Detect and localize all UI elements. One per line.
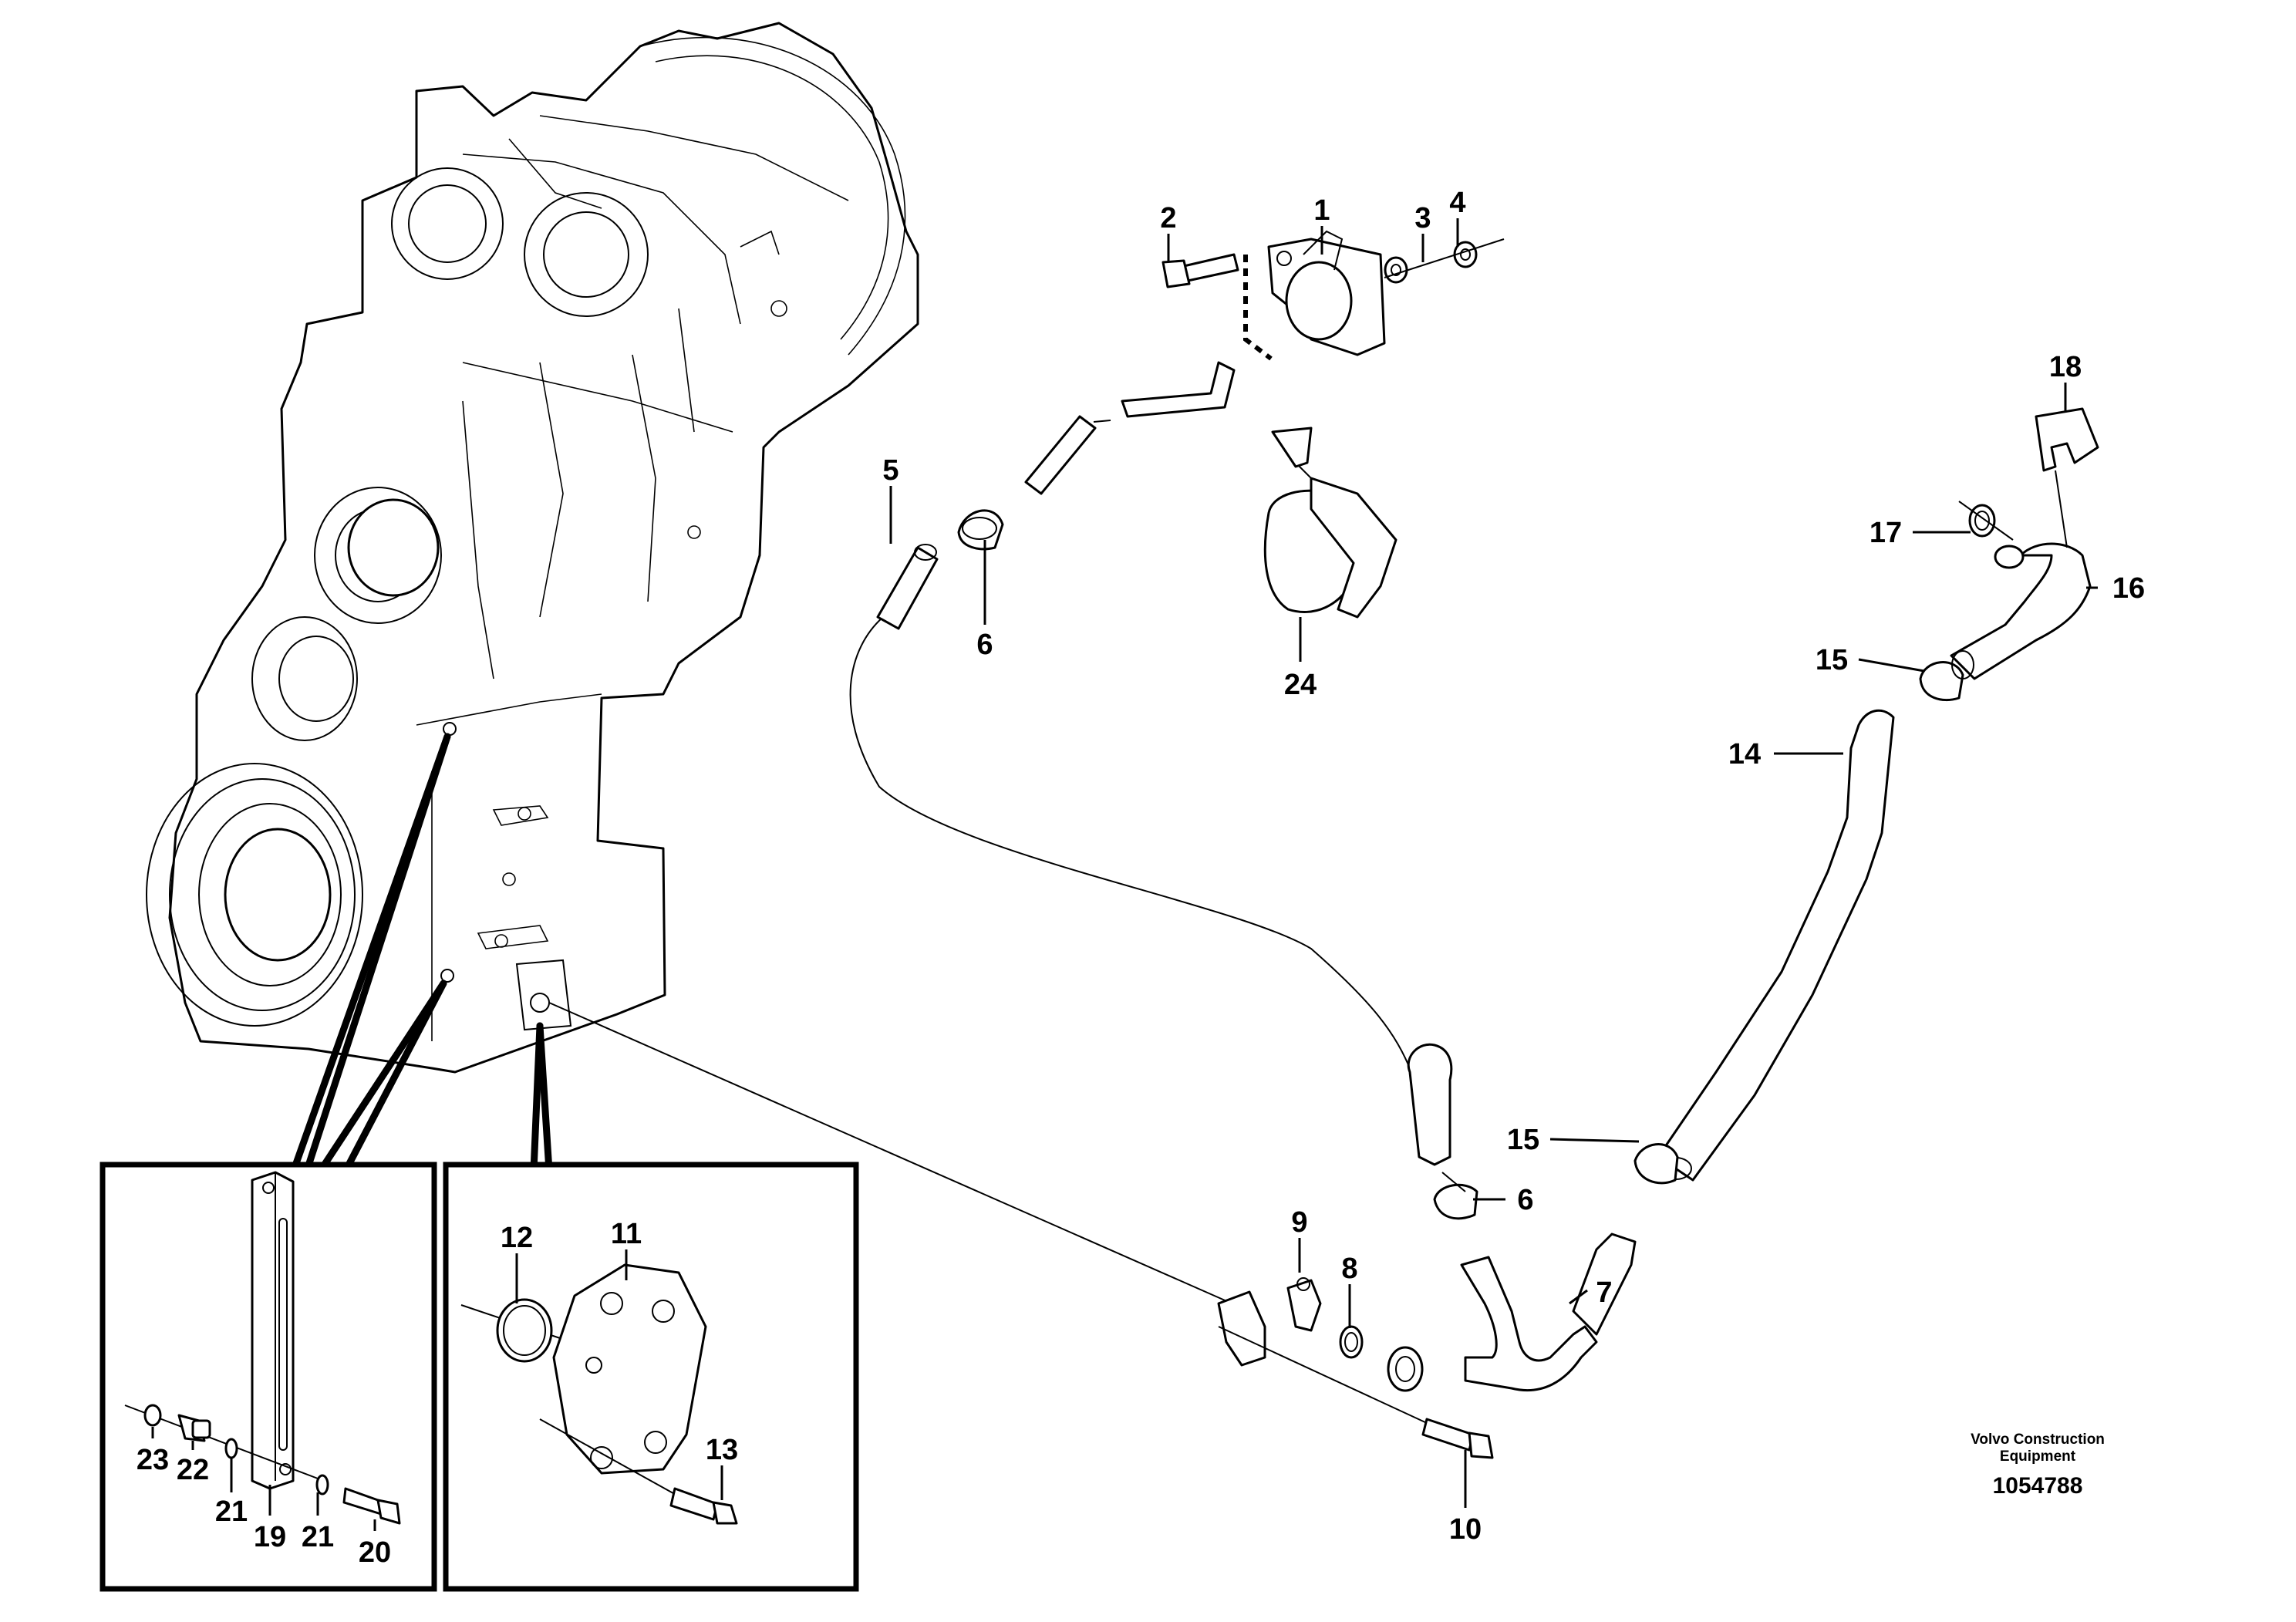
inset-sight-glass <box>99 1162 437 1592</box>
callout-18: 18 <box>2049 351 2082 383</box>
callout-leaders <box>151 218 2098 1531</box>
document-number: 1054788 <box>1993 1473 2083 1499</box>
callout-21-left: 21 <box>215 1496 248 1528</box>
callout-17: 17 <box>1870 517 1902 549</box>
callout-14: 14 <box>1728 738 1761 771</box>
callout-12: 12 <box>501 1222 533 1254</box>
callout-2: 2 <box>1160 202 1176 234</box>
brand-line-2: Equipment <box>2000 1448 2076 1465</box>
callout-5: 5 <box>882 454 899 487</box>
callout-16: 16 <box>2112 572 2145 605</box>
callout-6-upper: 6 <box>976 629 993 661</box>
callout-22: 22 <box>177 1454 209 1486</box>
transmission-housing <box>146 22 919 1074</box>
inset-cover-plate <box>443 1162 859 1592</box>
callout-15-upper: 15 <box>1816 644 1848 676</box>
callout-10: 10 <box>1449 1513 1482 1546</box>
callout-19: 19 <box>254 1521 286 1553</box>
callout-21-right: 21 <box>302 1521 334 1553</box>
callout-24: 24 <box>1284 669 1317 701</box>
brand-line-1: Volvo Construction <box>1971 1431 2105 1448</box>
callout-labels: 1 2 3 4 5 6 6 7 8 9 10 11 12 13 14 15 15… <box>137 187 2145 1569</box>
callout-20: 20 <box>359 1536 391 1569</box>
callout-1: 1 <box>1313 194 1330 227</box>
callout-7: 7 <box>1596 1276 1612 1309</box>
callout-4: 4 <box>1449 187 1465 219</box>
callout-9: 9 <box>1291 1206 1307 1239</box>
oil-level-tube-assembly <box>849 230 2099 1459</box>
title-block: Volvo Construction Equipment 1054788 <box>1971 1431 2105 1499</box>
callout-13: 13 <box>706 1434 738 1466</box>
callout-3: 3 <box>1414 202 1431 234</box>
callout-15-lower: 15 <box>1507 1124 1539 1156</box>
callout-8: 8 <box>1341 1253 1357 1285</box>
callout-23: 23 <box>137 1444 169 1476</box>
callout-11: 11 <box>611 1218 642 1250</box>
callout-6-lower: 6 <box>1517 1184 1533 1216</box>
